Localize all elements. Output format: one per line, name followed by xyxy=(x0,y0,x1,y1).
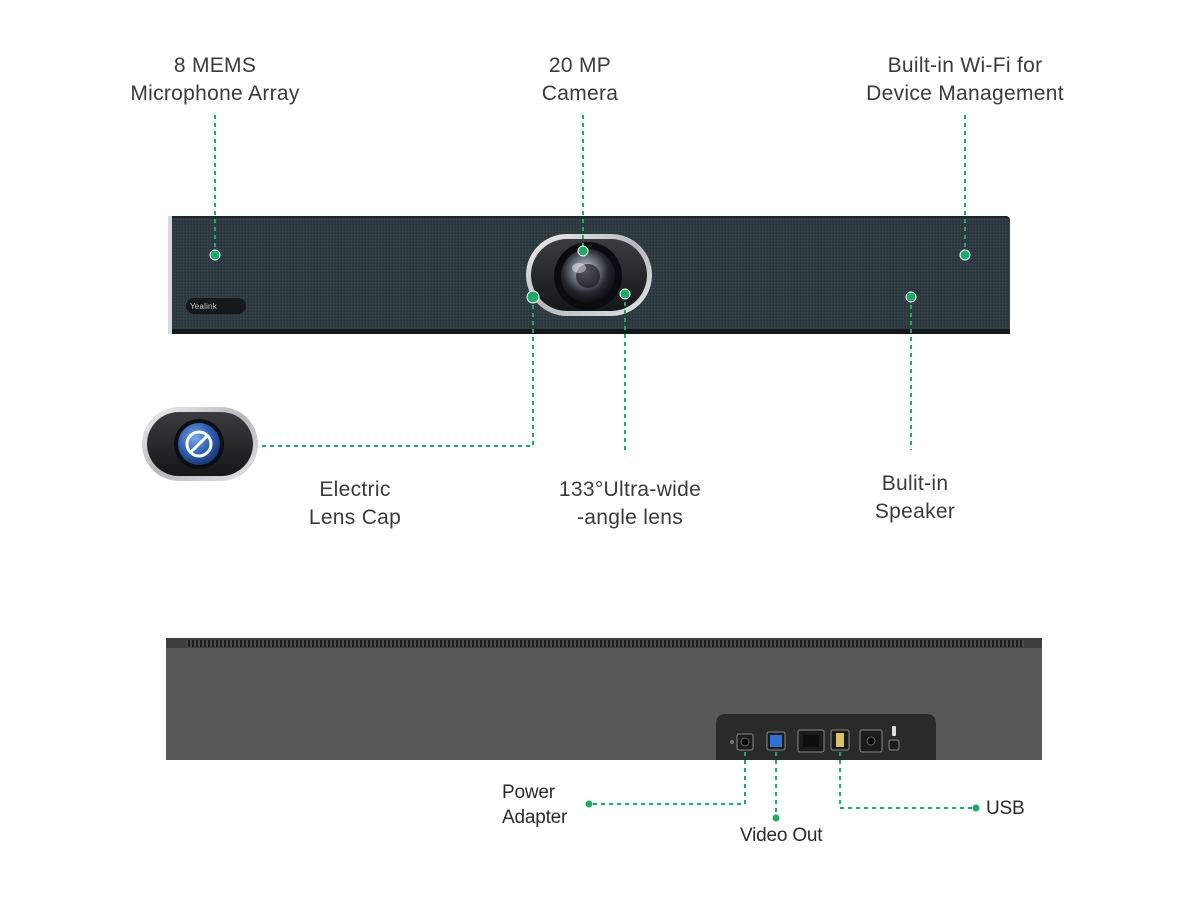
speaker-label: Bulit-in Speaker xyxy=(855,470,975,526)
lens-cap-label-line2: Lens Cap xyxy=(308,506,402,529)
microphone-label-line1: 8 MEMS xyxy=(173,54,257,77)
speaker-label-line2: Speaker xyxy=(874,500,956,523)
microphone-array-label: 8 MEMS Microphone Array xyxy=(110,52,320,108)
brand-logo: Yealink xyxy=(190,302,217,311)
camera-label-line2: Camera xyxy=(541,82,619,105)
power-label-line2: Adapter xyxy=(502,807,568,828)
camera-label-line1: 20 MP xyxy=(548,54,612,77)
device-back xyxy=(166,638,1042,760)
lens-label-line2: -angle lens xyxy=(576,506,684,529)
back-callout-dots xyxy=(585,800,980,822)
speaker-label-line1: Bulit-in xyxy=(881,472,949,495)
back-callouts xyxy=(589,752,976,818)
lens-cap-thumbnail xyxy=(142,407,258,481)
power-label-line1: Power xyxy=(502,782,555,803)
microphone-label-line2: Microphone Array xyxy=(130,82,300,105)
power-adapter-label: Power Adapter xyxy=(502,780,567,830)
lens-cap-label: Electric Lens Cap xyxy=(290,476,420,532)
lens-label: 133°Ultra-wide -angle lens xyxy=(530,476,730,532)
wifi-label-line2: Device Management xyxy=(866,82,1064,105)
video-out-label: Video Out xyxy=(740,825,823,846)
usb-label: USB xyxy=(986,798,1025,819)
camera-module xyxy=(526,234,652,316)
wifi-label-line1: Built-in Wi-Fi for xyxy=(887,54,1043,77)
front-callout-dots xyxy=(209,245,971,304)
wifi-label: Built-in Wi-Fi for Device Management xyxy=(840,52,1090,108)
lens-label-line1: 133°Ultra-wide xyxy=(558,478,702,501)
port-panel xyxy=(730,726,900,753)
camera-label: 20 MP Camera xyxy=(520,52,640,108)
front-callouts xyxy=(214,115,966,450)
lens-cap-label-line1: Electric xyxy=(319,478,391,501)
